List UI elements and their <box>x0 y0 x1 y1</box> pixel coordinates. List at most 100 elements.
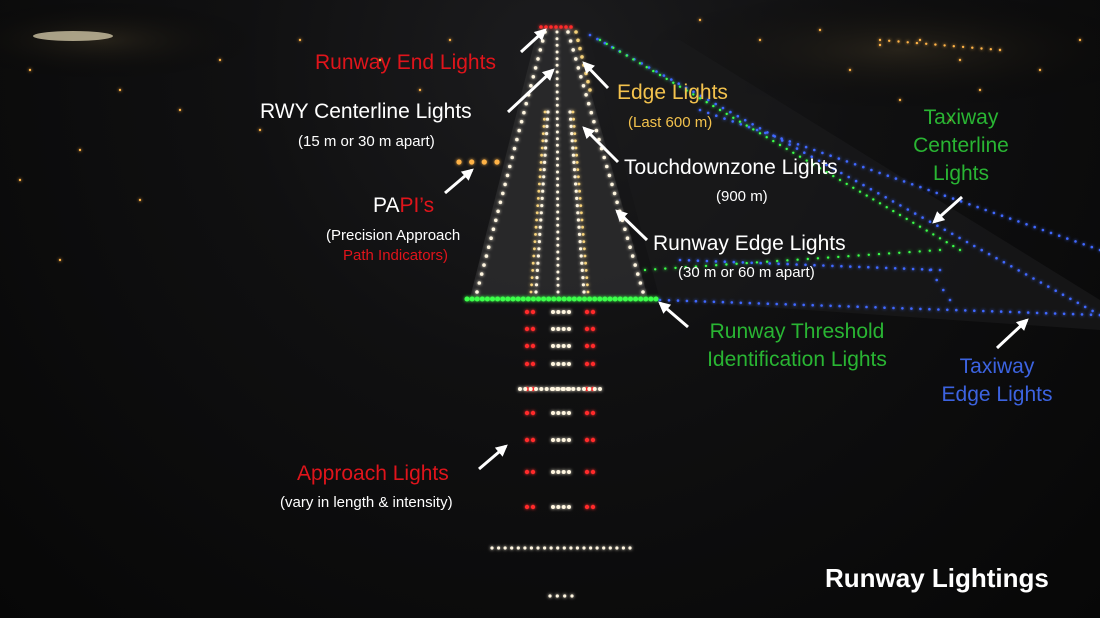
approach-crossbar-light <box>571 387 576 391</box>
runway-edge-light <box>630 254 635 258</box>
taxiway-edge-light <box>1008 310 1012 314</box>
taxiway-edge-light <box>647 66 651 69</box>
approach-light <box>584 469 590 475</box>
taxiway-edge-light <box>810 155 813 158</box>
approach-light <box>524 437 530 443</box>
touchdown-zone-light <box>568 110 572 114</box>
touchdown-zone-light <box>544 146 548 150</box>
touchdown-zone-light <box>541 182 545 186</box>
distant-light <box>258 128 262 132</box>
taxiway-edge-light <box>802 303 805 307</box>
taxiway-centerline-light <box>745 124 748 127</box>
arrow-taxiway-edge <box>995 318 1029 350</box>
approach-light <box>556 362 561 366</box>
taxiway-centerline-light <box>638 62 642 65</box>
centerline-light <box>556 157 559 161</box>
runway-edge-light <box>494 218 498 223</box>
taxiway-centerline-light <box>796 258 799 261</box>
approach-light <box>590 326 596 332</box>
runway-edge-light-yellow <box>578 46 582 51</box>
taxiway-edge-light <box>875 266 879 269</box>
taxiway-edge-light <box>687 259 691 262</box>
distant-light <box>943 44 946 47</box>
taxiway-edge-light <box>867 265 870 269</box>
taxiway-edge-light <box>739 123 743 126</box>
taxiway-edge-light <box>1053 312 1057 315</box>
threshold-light <box>505 296 511 302</box>
runway-edge-light <box>574 57 578 61</box>
runway-edge-light <box>531 75 536 79</box>
taxiway-centerline-light <box>887 252 891 255</box>
threshold-light <box>484 296 490 302</box>
label-approach-lights: Approach Lights <box>297 462 449 485</box>
taxiway-edge-light <box>1049 231 1053 235</box>
approach-light <box>590 504 596 510</box>
taxiway-edge-light <box>854 179 858 183</box>
approach-light <box>551 505 555 509</box>
runway-end-light <box>569 25 573 29</box>
runway-edge-light <box>625 236 630 240</box>
approach-crossbar-light <box>534 387 538 391</box>
runway-edge-light <box>503 182 507 187</box>
touchdown-zone-light <box>574 182 578 186</box>
approach-light <box>567 438 571 442</box>
taxiway-edge-light <box>1090 245 1094 249</box>
touchdown-zone-light <box>584 269 588 272</box>
label-papis: PAPI’s <box>373 195 434 216</box>
approach-crossbar-light <box>523 546 527 550</box>
touchdown-zone-light <box>579 204 583 208</box>
runway-edge-light <box>641 290 645 294</box>
taxiway-edge-light <box>948 298 952 302</box>
taxiway-centerline-light <box>838 178 842 182</box>
taxiway-edge-light <box>821 151 824 155</box>
runway-edge-light <box>566 30 570 34</box>
touchdown-zone-light <box>539 161 543 164</box>
centerline-light <box>555 103 559 107</box>
taxiway-edge-light <box>999 310 1003 313</box>
centerline-light <box>555 83 559 87</box>
approach-crossbar-light <box>550 387 554 391</box>
taxiway-centerline-light <box>654 268 657 271</box>
taxiway-centerline-light <box>665 77 668 81</box>
threshold-light <box>536 296 541 302</box>
taxiway-edge-light <box>655 70 658 73</box>
approach-light <box>584 326 590 332</box>
taxiway-edge-light <box>1066 237 1069 240</box>
taxiway-centerline-light <box>945 241 948 244</box>
taxiway-edge-light <box>829 154 832 157</box>
approach-crossbar-light <box>628 546 632 550</box>
threshold-light <box>576 296 582 302</box>
taxiway-edge-light <box>886 174 890 177</box>
touchdown-zone-light <box>577 232 582 236</box>
centerline-light <box>556 183 560 187</box>
taxiway-edge-light <box>838 304 841 308</box>
distant-light <box>378 58 382 62</box>
distant-light <box>758 38 762 42</box>
runway-edge-light <box>482 263 486 267</box>
taxiway-edge-light <box>1025 223 1028 226</box>
touchdown-zone-light <box>541 132 545 136</box>
approach-crossbar-light <box>575 546 580 550</box>
centerline-light <box>556 177 560 181</box>
taxiway-edge-light <box>884 266 888 270</box>
taxiway-edge-light <box>817 159 821 163</box>
taxiway-edge-light <box>721 106 725 110</box>
taxiway-edge-light <box>757 302 761 305</box>
approach-light <box>556 327 561 331</box>
taxiway-centerline-light <box>735 262 738 265</box>
threshold-light <box>469 296 475 302</box>
runway-edge-light <box>510 155 514 160</box>
threshold-light <box>592 296 598 302</box>
city-glow-left <box>0 0 260 80</box>
taxiway-centerline-light <box>805 159 808 162</box>
touchdown-zone-light <box>569 124 573 128</box>
approach-light <box>561 344 566 348</box>
runway-edge-light <box>505 173 510 178</box>
taxiway-centerline-light <box>806 257 809 261</box>
touchdown-zone-light <box>582 240 586 244</box>
runway-edge-light <box>519 119 524 124</box>
threshold-light <box>520 296 526 302</box>
taxiway-centerline-light <box>718 108 722 112</box>
taxiway-edge-light <box>937 308 940 311</box>
taxiway-centerline-light <box>625 54 628 57</box>
